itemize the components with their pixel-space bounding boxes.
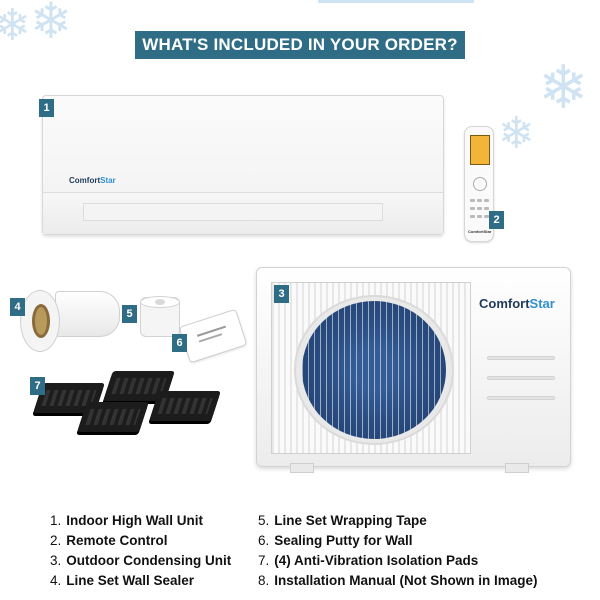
wall-sealer-hole — [32, 304, 50, 338]
list-item: 4.Line Set Wall Sealer — [50, 572, 195, 588]
item-badge-1: 1 — [39, 99, 54, 117]
list-item: 5.Line Set Wrapping Tape — [258, 512, 427, 528]
list-item: 7.(4) Anti-Vibration Isolation Pads — [258, 552, 479, 568]
decorative-bar — [318, 0, 474, 3]
indoor-unit-image: ComfortStar — [42, 95, 444, 235]
item-badge-7: 7 — [30, 377, 45, 395]
items-list-left: 1.Indoor High Wall Unit 2.Remote Control… — [50, 510, 231, 590]
snowflake-icon: ❄ — [498, 108, 535, 159]
list-item: 2.Remote Control — [50, 532, 168, 548]
list-item: 1.Indoor High Wall Unit — [50, 512, 203, 528]
isolation-pad-image — [149, 391, 221, 421]
item-badge-6: 6 — [172, 334, 187, 352]
sealing-putty-image — [178, 308, 248, 364]
brand-logo: ComfortStar — [479, 296, 555, 311]
item-badge-3: 3 — [274, 285, 289, 303]
item-badge-2: 2 — [489, 211, 504, 229]
list-item: 8.Installation Manual (Not Shown in Imag… — [258, 572, 538, 588]
isolation-pad-image — [77, 402, 149, 432]
brand-logo: ComfortStar — [69, 176, 116, 185]
item-badge-4: 4 — [10, 298, 25, 316]
wall-sealer-image — [55, 291, 120, 337]
snowflake-icon: ❄ — [538, 53, 589, 123]
snowflake-icon: ❄ — [0, 0, 31, 51]
remote-control-image: ComfortStar — [464, 126, 494, 242]
outdoor-unit-image: ComfortStar — [256, 267, 571, 467]
items-list-right: 5.Line Set Wrapping Tape 6.Sealing Putty… — [258, 510, 538, 590]
snowflake-icon: ❄ — [30, 0, 72, 50]
page-title: WHAT'S INCLUDED IN YOUR ORDER? — [135, 31, 465, 59]
brand-logo: ComfortStar — [468, 229, 492, 234]
list-item: 3.Outdoor Condensing Unit — [50, 552, 232, 568]
list-item: 6.Sealing Putty for Wall — [258, 532, 413, 548]
item-badge-5: 5 — [122, 305, 137, 323]
wrapping-tape-core — [155, 299, 165, 305]
